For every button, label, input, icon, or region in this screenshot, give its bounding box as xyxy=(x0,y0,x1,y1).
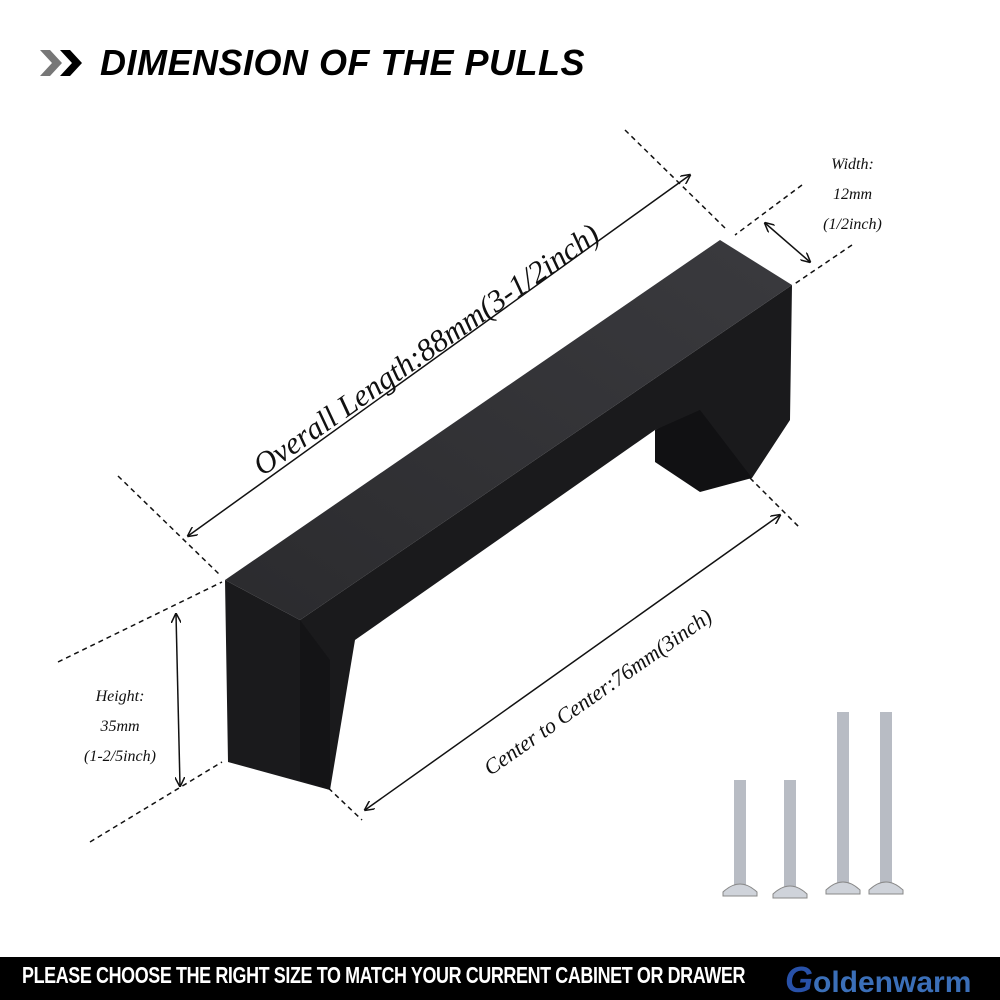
logo-initial: G xyxy=(785,959,814,1000)
height-imperial: (1-2/5inch) xyxy=(84,748,156,765)
width-imperial: (1/2inch) xyxy=(823,216,882,233)
double-chevron-right-icon xyxy=(40,50,82,76)
width-label: Width: 12mm (1/2inch) xyxy=(805,150,900,240)
extension-lines xyxy=(57,129,853,843)
page-title: DIMENSION OF THE PULLS xyxy=(100,42,586,83)
center-to-center-label: Center to Center:76mm(3inch) xyxy=(479,603,717,780)
dimension-arrows xyxy=(176,175,810,810)
height-title: Height: xyxy=(95,688,145,705)
footer-banner: PLEASE CHOOSE THE RIGHT SIZE TO MATCH YO… xyxy=(0,957,1000,1000)
logo-rest: oldenwarm xyxy=(813,966,972,999)
width-title: Width: xyxy=(831,156,874,173)
footer-text: PLEASE CHOOSE THE RIGHT SIZE TO MATCH YO… xyxy=(22,962,746,988)
height-label: Height: 35mm (1-2/5inch) xyxy=(65,682,175,772)
width-metric: 12mm xyxy=(832,186,873,203)
brand-logo: Goldenwarm xyxy=(785,959,971,1000)
mounting-screws xyxy=(722,712,904,899)
height-metric: 35mm xyxy=(100,718,140,735)
